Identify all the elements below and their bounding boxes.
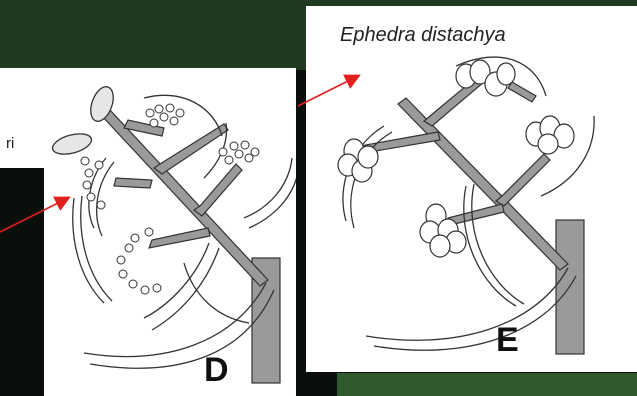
arrow-to-panel-e [298,76,358,106]
arrow-to-panel-d [0,198,68,232]
